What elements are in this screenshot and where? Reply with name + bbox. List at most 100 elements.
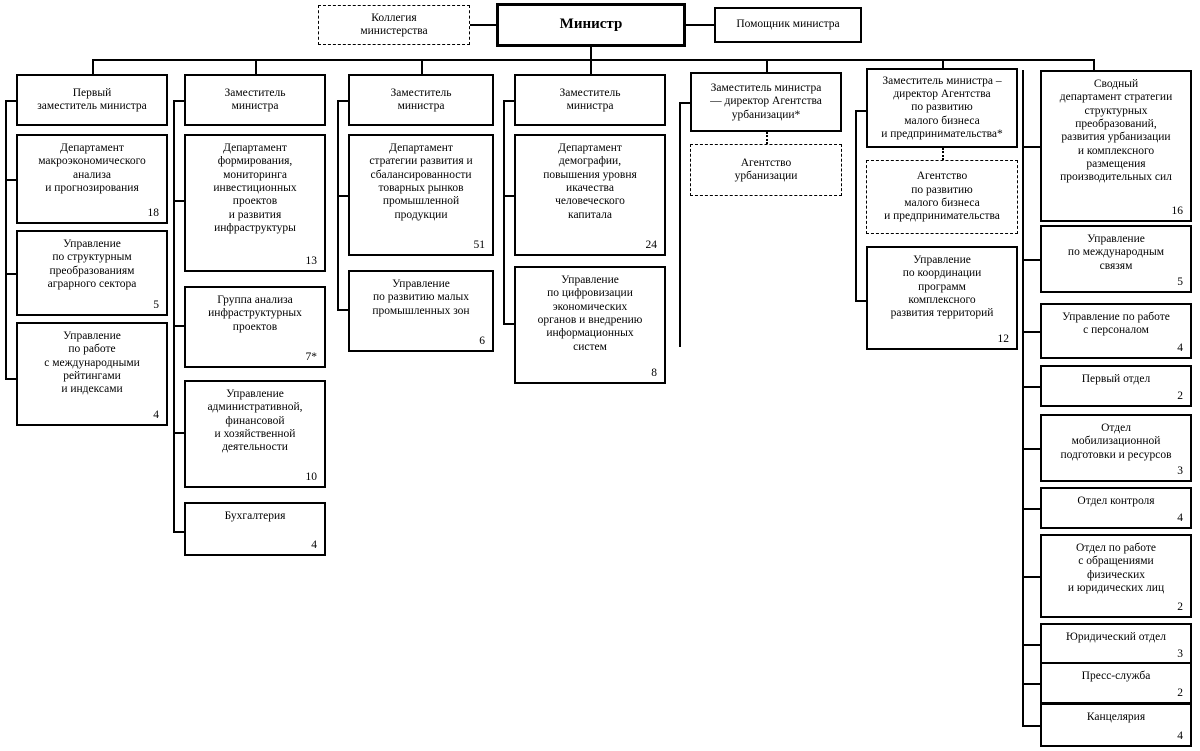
node-col2-item-0-title: Департамент формирования, мониторинга ин… (213, 142, 297, 234)
node-col1-item-2[interactable]: Управление по работе с международными ре… (16, 322, 168, 426)
connector-minister-collegium (470, 24, 496, 26)
node-col4-item-1[interactable]: Управление по цифровизации экономических… (514, 266, 666, 384)
node-col2-head-title: Заместитель министра (224, 86, 286, 112)
node-col7-item-9-count: 4 (1177, 729, 1183, 742)
node-col5-head-title: Заместитель министра — директор Агентств… (710, 82, 822, 121)
stub-col1-head (5, 100, 16, 102)
spine-col3 (337, 100, 339, 311)
node-col1-item-1-count: 5 (153, 298, 159, 311)
stub-col7-0 (1022, 146, 1040, 148)
stub-col7-1 (1022, 259, 1040, 261)
node-col2-item-3-title: Бухгалтерия (224, 510, 286, 522)
node-col2-item-2-count: 10 (305, 470, 318, 483)
node-col6-item-1-count: 12 (997, 332, 1010, 345)
node-col3-item-1-title: Управление по развитию малых промышленны… (372, 278, 470, 317)
connector-distribution-bar (92, 59, 1095, 61)
node-col1-item-2-title: Управление по работе с международными ре… (44, 330, 140, 396)
node-col7-item-0[interactable]: Сводный департамент стратегии структурны… (1040, 70, 1192, 222)
node-col6-head-title: Заместитель министра – директор Агентств… (881, 74, 1003, 140)
node-col2-item-0[interactable]: Департамент формирования, мониторинга ин… (184, 134, 326, 272)
stub-col4-head (503, 100, 514, 102)
node-col7-item-6-count: 2 (1177, 600, 1183, 613)
node-col2-item-3[interactable]: Бухгалтерия 4 (184, 502, 326, 556)
node-col7-item-3[interactable]: Первый отдел 2 (1040, 365, 1192, 407)
node-col4-item-1-count: 8 (651, 366, 657, 379)
node-col7-item-5-count: 4 (1177, 511, 1183, 524)
node-col2-item-1-title: Группа анализа инфраструктурных проектов (208, 294, 302, 333)
stub-col7-9 (1022, 725, 1040, 727)
node-col4-head[interactable]: Заместитель министра (514, 74, 666, 126)
stub-col3-0 (337, 195, 348, 197)
node-col6-item-1-title: Управление по координации программ компл… (890, 254, 994, 320)
stub-col1-1 (5, 273, 16, 275)
node-col7-item-3-count: 2 (1177, 389, 1183, 402)
node-col2-item-2[interactable]: Управление административной, финансовой … (184, 380, 326, 488)
node-col1-item-2-count: 4 (153, 408, 159, 421)
stub-col3-head (337, 100, 348, 102)
connector-minister-assistant (686, 24, 714, 26)
node-col2-item-3-count: 4 (311, 538, 317, 551)
node-col2-head[interactable]: Заместитель министра (184, 74, 326, 126)
spine-col4 (503, 100, 505, 325)
stub-col7-6 (1022, 576, 1040, 578)
node-collegium[interactable]: Коллегия министерства (318, 5, 470, 45)
node-col3-item-1[interactable]: Управление по развитию малых промышленны… (348, 270, 494, 352)
node-col7-item-2[interactable]: Управление по работе с персоналом 4 (1040, 303, 1192, 359)
node-col7-item-1[interactable]: Управление по международным связям 5 (1040, 225, 1192, 293)
node-col7-item-7-count: 3 (1177, 647, 1183, 660)
node-col2-item-1[interactable]: Группа анализа инфраструктурных проектов… (184, 286, 326, 368)
node-col7-item-0-title: Сводный департамент стратегии структурны… (1059, 78, 1173, 184)
connector-drop-col5 (766, 59, 768, 72)
node-col7-item-8-title: Пресс-служба (1081, 670, 1151, 682)
stub-col2-1 (173, 325, 184, 327)
node-collegium-title: Коллегия министерства (360, 11, 428, 37)
node-col4-item-0[interactable]: Департамент демографии, повышения уровня… (514, 134, 666, 256)
node-col7-item-2-title: Управление по работе с персоналом (1062, 311, 1170, 337)
node-col7-item-7[interactable]: Юридический отдел 3 (1040, 623, 1192, 665)
node-col5-item-0[interactable]: Агентство урбанизации (690, 144, 842, 196)
node-col4-item-1-title: Управление по цифровизации экономических… (537, 274, 643, 353)
stub-col2-head (173, 100, 184, 102)
node-col5-head[interactable]: Заместитель министра — директор Агентств… (690, 72, 842, 132)
stub-col3-1 (337, 309, 348, 311)
node-col2-item-0-count: 13 (305, 254, 318, 267)
node-col1-head[interactable]: Первый заместитель министра (16, 74, 168, 126)
node-col3-head[interactable]: Заместитель министра (348, 74, 494, 126)
node-col7-item-6[interactable]: Отдел по работе с обращениями физических… (1040, 534, 1192, 618)
node-col1-item-0[interactable]: Департамент макроэкономического анализа … (16, 134, 168, 224)
node-col7-item-9[interactable]: Канцелярия 4 (1040, 703, 1192, 747)
connector-drop-col2 (255, 59, 257, 74)
node-col7-item-1-title: Управление по международным связям (1067, 233, 1165, 272)
node-minister[interactable]: Министр (496, 3, 686, 47)
node-col3-item-0[interactable]: Департамент стратегии развития и сбаланс… (348, 134, 494, 256)
stub-col5-head (679, 102, 690, 104)
node-col7-item-8[interactable]: Пресс-служба 2 (1040, 662, 1192, 704)
node-col1-item-1[interactable]: Управление по структурным преобразования… (16, 230, 168, 316)
stub-col1-2 (5, 378, 16, 380)
node-col7-item-4[interactable]: Отдел мобилизационной подготовки и ресур… (1040, 414, 1192, 482)
node-col7-item-9-title: Канцелярия (1086, 711, 1146, 723)
node-col6-item-0-title: Агентство по развитию малого бизнеса и п… (884, 170, 1000, 223)
node-col6-item-1[interactable]: Управление по координации программ компл… (866, 246, 1018, 350)
stub-col2-0 (173, 200, 184, 202)
node-col7-item-1-count: 5 (1177, 275, 1183, 288)
stub-col1-0 (5, 179, 16, 181)
node-col7-item-3-title: Первый отдел (1081, 373, 1151, 385)
connector-drop-col4 (590, 59, 592, 74)
stub-col7-2 (1022, 331, 1040, 333)
node-col7-item-2-count: 4 (1177, 341, 1183, 354)
connector-drop-col1 (92, 59, 94, 74)
node-col2-item-1-count: 7* (305, 350, 318, 363)
stub-col7-3 (1022, 386, 1040, 388)
node-col6-head[interactable]: Заместитель министра – директор Агентств… (866, 68, 1018, 148)
node-col7-item-0-count: 16 (1171, 204, 1184, 217)
node-col7-item-5[interactable]: Отдел контроля 4 (1040, 487, 1192, 529)
stub-col6-head (855, 110, 866, 112)
node-col1-item-1-title: Управление по структурным преобразования… (47, 238, 137, 290)
node-assistant[interactable]: Помощник министра (714, 7, 862, 43)
connector-col5-agency-dotted (766, 132, 768, 144)
connector-col6-agency-dotted (942, 148, 944, 160)
spine-col6 (855, 110, 857, 302)
node-col6-item-0[interactable]: Агентство по развитию малого бизнеса и п… (866, 160, 1018, 234)
